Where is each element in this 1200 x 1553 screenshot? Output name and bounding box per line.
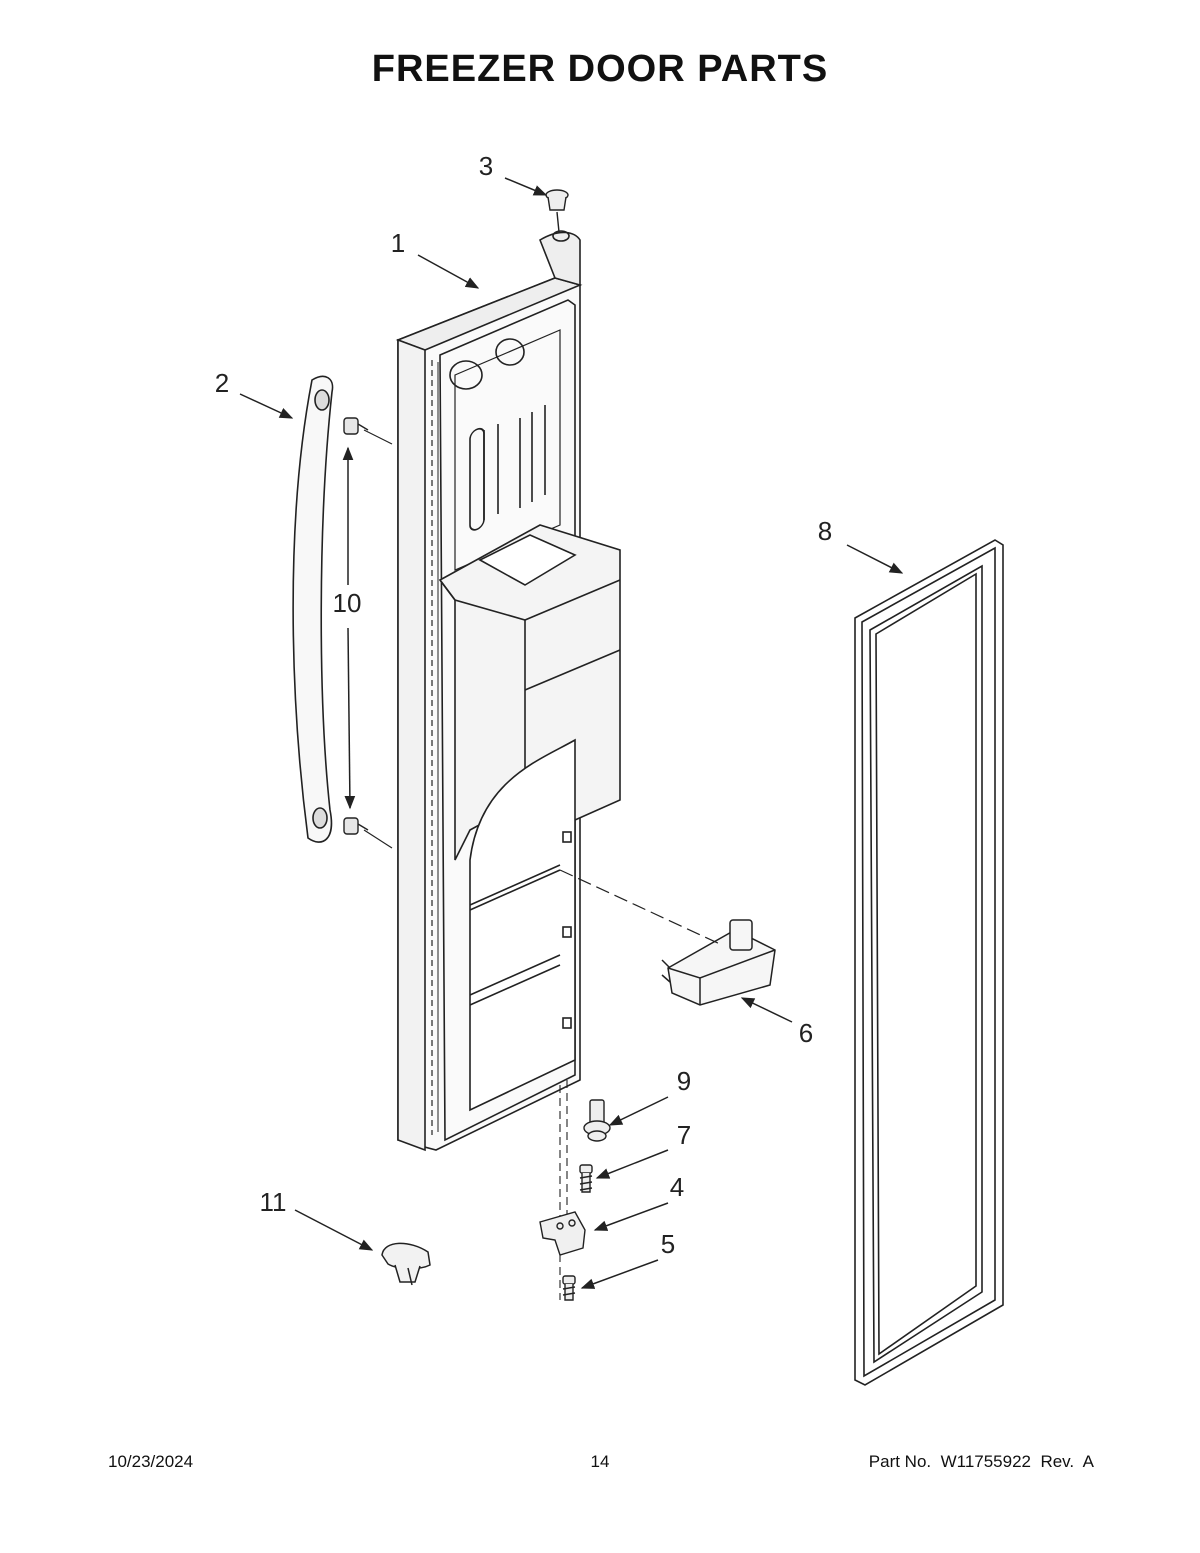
door-handle	[292, 375, 334, 843]
callout-leaders	[239, 177, 904, 1289]
callout-9: 9	[677, 1066, 691, 1096]
footer-part-number: Part No. W11755922 Rev. A	[868, 1452, 1094, 1471]
footer-date: 10/23/2024	[108, 1452, 194, 1471]
callout-4: 4	[670, 1172, 684, 1202]
callout-6: 6	[799, 1018, 813, 1048]
tube-clip	[381, 1242, 431, 1286]
hinge-screw	[579, 1164, 593, 1193]
footer-page-number: 14	[590, 1452, 610, 1471]
bracket-screw	[562, 1275, 576, 1301]
freezer-door-assembly	[395, 230, 621, 1152]
lower-hinge-bracket	[539, 1211, 586, 1256]
handle-mounting-stud	[343, 417, 369, 835]
callout-8: 8	[818, 516, 832, 546]
lower-hinge-pin	[583, 1099, 611, 1142]
dispenser-drip-tray	[661, 919, 776, 1006]
tray-leader-dashed	[559, 869, 723, 946]
callout-11: 11	[260, 1187, 287, 1217]
hinge-alignment-lines	[559, 1080, 568, 1300]
callout-10: 10	[333, 588, 362, 618]
callout-5: 5	[661, 1229, 675, 1259]
callout-3: 3	[479, 151, 493, 181]
callout-7: 7	[677, 1120, 691, 1150]
callout-2: 2	[215, 368, 229, 398]
callout-1: 1	[391, 228, 405, 258]
page-title: FREEZER DOOR PARTS	[371, 48, 829, 90]
top-hinge-bushing	[545, 189, 569, 233]
door-gasket	[854, 539, 1004, 1386]
stud-alignment-lines	[363, 429, 393, 849]
